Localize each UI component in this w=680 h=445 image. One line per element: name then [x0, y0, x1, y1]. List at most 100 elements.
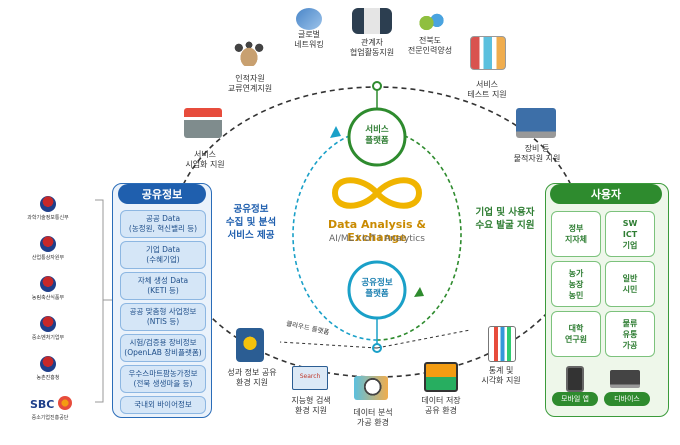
arrow-blue-up [330, 126, 341, 138]
top-node-7-line2: 물적자원 지원 [513, 154, 561, 163]
top-node-3-line2: 전문인력양성 [407, 46, 453, 55]
top-node-4-label: 서비스 테스트 지원 [462, 80, 512, 100]
shared-info-item-7-l1: 국내외 바이어정보 [134, 400, 192, 409]
top-node-2-line1: 관계자 [360, 38, 384, 47]
clipboard-stats-icon [488, 326, 516, 362]
user-box-university-l1: 대학 [568, 324, 584, 333]
sbc-flower-icon [58, 396, 72, 410]
magnifier-chart-icon [354, 376, 388, 400]
top-connector-dot [372, 81, 382, 91]
service-platform-line1: 서비스 [365, 125, 389, 135]
agency-1: 과학기술정보통신부 [27, 215, 69, 221]
top-node-1-line1: 글로벌 [297, 30, 321, 39]
center-subtitle: AI/ML I IoT I Analytics [329, 234, 425, 244]
shared-info-item-5-l1: 시험/검증용 장비정보 [129, 338, 197, 347]
agency-emblem-icon [40, 316, 56, 332]
agency-emblem-icon [40, 276, 56, 292]
infinity-logo [332, 177, 422, 209]
top-node-5-line2: 교류연계지원 [227, 84, 273, 93]
user-panel-title: 사용자 [550, 184, 662, 204]
user-box-farm-l1: 농가 [568, 268, 584, 278]
user-box-university-l2: 연구원 [564, 335, 588, 344]
user-box-gov: 정부 지자체 [551, 211, 601, 257]
agency-2: 산업통상자원부 [31, 255, 65, 261]
agency-emblem-icon [40, 356, 56, 372]
shared-info-item-3-l2: (KETI 등) [147, 286, 179, 295]
user-box-logistics-l1: 물류 [622, 318, 638, 328]
user-box-logistics: 물류 유통 가공 [605, 311, 655, 357]
right-flow-line1: 기업 및 사용자 [475, 207, 535, 218]
top-node-6-line2: 시업화 지원 [185, 160, 225, 169]
agency-4: 중소벤처기업부 [31, 335, 65, 341]
bottom-node-2-line1: 지능형 검색 [291, 396, 331, 405]
storefront-icon [184, 108, 222, 138]
public-platform-line2: 플랫폼 [365, 289, 389, 299]
search-window-icon: Search [292, 366, 328, 390]
bottom-node-4-label: 데이터 저장 공유 환경 [414, 396, 468, 416]
meeting-table-icon [232, 38, 266, 66]
user-box-farm: 농가 농장 농민 [551, 261, 601, 307]
user-box-citizen-l2: 시민 [622, 285, 638, 294]
shared-info-item-1: 공공 Data (농정원, 혁신밸리 등) [120, 210, 206, 238]
shared-info-item-2-l2: (수혜기업) [146, 255, 180, 264]
user-box-sw-l3: 기업 [622, 240, 638, 250]
top-node-5-line1: 인적자원 [235, 74, 265, 83]
user-box-farm-l3: 농민 [568, 290, 584, 300]
public-platform-circle [347, 260, 407, 320]
arrow-green-down [414, 287, 424, 297]
tablet-bulb-icon [236, 328, 264, 362]
user-box-university: 대학 연구원 [551, 311, 601, 357]
user-box-farm-l2: 농장 [568, 279, 584, 289]
bottom-node-1-label: 성과 정보 공유 환경 지원 [222, 368, 282, 388]
bottom-node-3-line2: 가공 환경 [357, 418, 389, 427]
device-pill: 디바이스 [604, 392, 650, 406]
top-node-7-line1: 장비 등 [524, 144, 550, 153]
top-node-7-label: 장비 등 물적자원 지원 [504, 144, 570, 164]
user-box-citizen-l1: 일반 [622, 274, 638, 283]
user-box-citizen: 일반 시민 [605, 261, 655, 307]
shared-info-item-3-l1: 자체 생성 Data [137, 276, 189, 285]
monitor-chart-icon [516, 108, 556, 138]
shared-info-item-2-l1: 기업 Data [145, 245, 181, 254]
top-node-2-line2: 협업활동지원 [349, 48, 395, 57]
agency-emblem-icon [40, 236, 56, 252]
handshake-icon [296, 8, 322, 30]
top-node-3-label: 전북도 전문인력양성 [402, 36, 458, 56]
top-node-6-line1: 서비스 [193, 150, 217, 159]
test-tubes-icon [470, 36, 506, 70]
left-flow-line1: 공유정보 [233, 204, 269, 215]
agency-5: 농촌진흥청 [36, 375, 60, 381]
shared-info-item-4-l1: 공공 맞춤형 사업정보 [129, 307, 197, 316]
business-meeting-icon [352, 8, 392, 34]
bottom-node-3-label: 데이터 분석 가공 환경 [346, 408, 400, 428]
bottom-node-2-label: 지능형 검색 환경 지원 [284, 396, 338, 416]
bottom-node-4-line1: 데이터 저장 [421, 396, 461, 405]
top-node-1-line2: 네트워킹 [294, 40, 324, 49]
top-node-6-label: 서비스 시업화 지원 [180, 150, 230, 170]
top-node-4-line1: 서비스 [475, 80, 499, 89]
user-box-gov-l1: 정부 [568, 224, 584, 233]
shared-info-item-3: 자체 생성 Data (KETI 등) [120, 272, 206, 300]
public-platform-label: 공유정보 플랫폼 [348, 278, 406, 300]
bottom-node-5-label: 통계 및 시각화 지원 [476, 366, 526, 386]
bottom-node-5-line2: 시각화 지원 [481, 376, 521, 385]
public-platform-line1: 공유정보 [361, 278, 393, 288]
right-flow-text: 기업 및 사용자 수요 발굴 지원 [464, 206, 546, 232]
service-platform-line2: 플랫폼 [365, 136, 389, 146]
sbc-logo: SBC [30, 398, 55, 411]
user-box-logistics-l3: 가공 [622, 340, 638, 350]
left-flow-line3: 서비스 제공 [227, 230, 275, 241]
shared-info-item-6: 우수스마트팜농가정보 (전북 생생마을 등) [120, 365, 206, 393]
shared-info-item-7: 국내외 바이어정보 [120, 396, 206, 414]
shared-info-item-4: 공공 맞춤형 사업정보 (NTIS 등) [120, 303, 206, 331]
top-node-3-line1: 전북도 [418, 36, 442, 45]
inner-ring-green [376, 129, 462, 341]
shared-info-item-6-l1: 우수스마트팜농가정보 [128, 369, 198, 378]
agency-3: 농림축산식품부 [31, 295, 65, 301]
shared-info-item-4-l2: (NTIS 등) [146, 317, 180, 326]
top-node-1-label: 글로벌 네트워킹 [284, 30, 334, 50]
top-node-2-label: 관계자 협업활동지원 [342, 38, 402, 58]
top-node-5-label: 인적자원 교류연계지원 [222, 74, 278, 94]
service-platform-label: 서비스 플랫폼 [352, 125, 402, 147]
